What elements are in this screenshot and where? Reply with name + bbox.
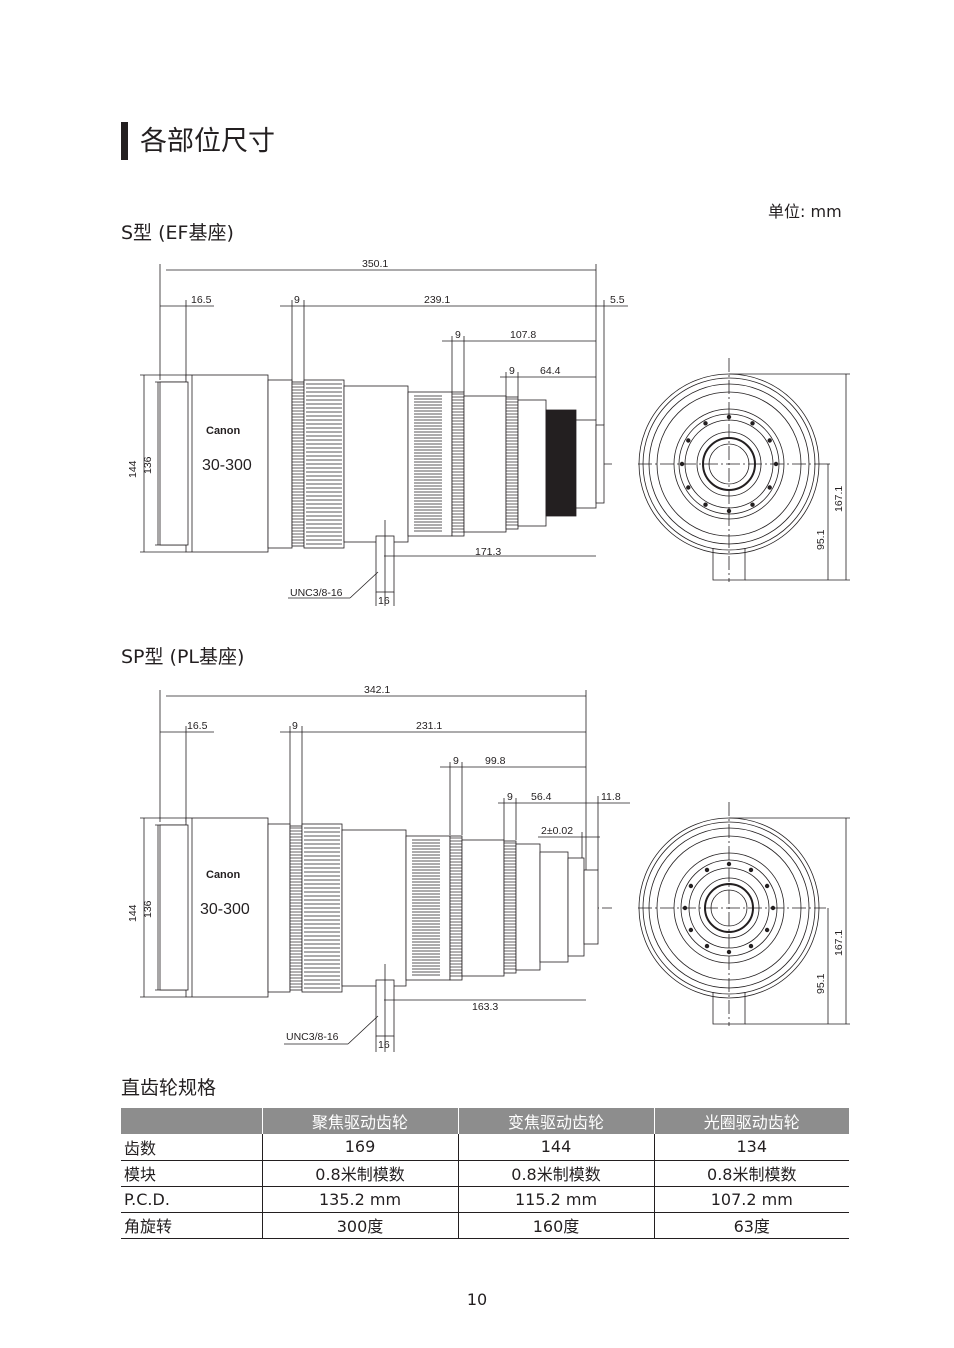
sp-dim-bracket-width: 16 xyxy=(378,1039,390,1051)
table-cell: 160度 xyxy=(458,1212,655,1239)
s-type-drawing: Canon 30-300 350.1 16.5 9 239.1 5.5 9 10… xyxy=(127,258,850,607)
table-row: P.C.D. 135.2 mm 115.2 mm 107.2 mm xyxy=(121,1186,849,1213)
s-dim-mount: 5.5 xyxy=(610,294,625,306)
row-label: P.C.D. xyxy=(121,1186,263,1213)
sp-dim-front: 16.5 xyxy=(187,720,208,732)
sp-dim-diameter-outer: 144 xyxy=(127,904,139,922)
sp-front-view xyxy=(638,802,850,1026)
gear-spec-table: 聚焦驱动齿轮 变焦驱动齿轮 光圈驱动齿轮 齿数 169 144 134 模块 0… xyxy=(121,1108,849,1239)
s-dim-bracket-width: 16 xyxy=(378,595,390,607)
s-front-view xyxy=(638,358,850,582)
s-dim-height-center: 95.1 xyxy=(815,529,827,550)
sp-dim-mount: 11.8 xyxy=(601,791,621,803)
s-dim-gear2: 9 xyxy=(455,329,461,341)
row-label: 齿数 xyxy=(121,1134,263,1161)
sp-dim-thread: UNC3/8-16 xyxy=(286,1031,339,1043)
table-header-cell: 变焦驱动齿轮 xyxy=(458,1108,655,1134)
s-dim-height-total: 167.1 xyxy=(833,486,845,512)
table-header-row: 聚焦驱动齿轮 变焦驱动齿轮 光圈驱动齿轮 xyxy=(121,1108,849,1134)
gear-spec-title: 直齿轮规格 xyxy=(121,1077,217,1099)
table-cell: 0.8米制模数 xyxy=(458,1160,655,1187)
table-cell: 0.8米制模数 xyxy=(262,1160,459,1187)
s-dim-gear1: 9 xyxy=(294,294,300,306)
s-dim-to-mount2: 107.8 xyxy=(510,329,536,341)
table-row: 模块 0.8米制模数 0.8米制模数 0.8米制模数 xyxy=(121,1160,849,1187)
table-cell: 115.2 mm xyxy=(458,1186,655,1213)
sp-dim-overall: 342.1 xyxy=(364,684,390,696)
s-dim-gear3: 9 xyxy=(509,365,515,377)
title-bar-accent xyxy=(121,122,128,160)
s-brand-logo: Canon xyxy=(206,425,241,437)
sp-model-marking: 30-300 xyxy=(200,901,250,918)
page-title: 各部位尺寸 xyxy=(140,126,275,157)
table-cell: 107.2 mm xyxy=(654,1186,849,1213)
table-cell: 144 xyxy=(458,1134,655,1161)
sp-type-title: SP型 (PL基座) xyxy=(121,646,245,668)
row-label: 角旋转 xyxy=(121,1212,263,1239)
s-dim-front: 16.5 xyxy=(191,294,212,306)
table-cell: 63度 xyxy=(654,1212,849,1239)
table-row: 齿数 169 144 134 xyxy=(121,1134,849,1161)
table-header-cell: 聚焦驱动齿轮 xyxy=(262,1108,459,1134)
table-row: 角旋转 300度 160度 63度 xyxy=(121,1212,849,1239)
s-dim-bracket: 171.3 xyxy=(475,546,501,558)
sp-brand-logo: Canon xyxy=(206,869,241,881)
sp-dim-to-mount2: 99.8 xyxy=(485,755,506,767)
unit-label: 单位: mm xyxy=(768,202,842,221)
sp-type-drawing: Canon 30-300 342.1 16.5 9 231.1 9 99.8 9… xyxy=(127,684,850,1052)
s-dim-diameter-outer: 144 xyxy=(127,460,139,478)
s-dim-to-mount: 239.1 xyxy=(424,294,450,306)
s-dim-thread: UNC3/8-16 xyxy=(290,587,343,599)
table-cell: 169 xyxy=(262,1134,459,1161)
s-dim-diameter-inner: 136 xyxy=(142,456,154,474)
table-cell: 0.8米制模数 xyxy=(654,1160,849,1187)
table-header-cell xyxy=(121,1108,263,1134)
table-cell: 135.2 mm xyxy=(262,1186,459,1213)
sp-dim-bracket: 163.3 xyxy=(472,1001,498,1013)
sp-dim-tolerance: 2±0.02 xyxy=(541,825,573,837)
row-label: 模块 xyxy=(121,1160,263,1187)
sp-dim-gear1: 9 xyxy=(292,720,298,732)
sp-dim-height-center: 95.1 xyxy=(815,973,827,994)
s-dim-overall: 350.1 xyxy=(362,258,388,270)
s-type-title: S型 (EF基座) xyxy=(121,222,234,244)
s-model-marking: 30-300 xyxy=(202,457,252,474)
page-number: 10 xyxy=(466,1290,488,1309)
s-dim-to-mount3: 64.4 xyxy=(540,365,561,377)
table-cell: 134 xyxy=(654,1134,849,1161)
table-header-cell: 光圈驱动齿轮 xyxy=(654,1108,849,1134)
sp-dim-to-mount3: 56.4 xyxy=(531,791,552,803)
sp-dim-gear3: 9 xyxy=(507,791,513,803)
sp-dim-gear2: 9 xyxy=(453,755,459,767)
table-cell: 300度 xyxy=(262,1212,459,1239)
sp-dim-to-mount: 231.1 xyxy=(416,720,442,732)
sp-dim-height-total: 167.1 xyxy=(833,930,845,956)
sp-dim-diameter-inner: 136 xyxy=(142,900,154,918)
